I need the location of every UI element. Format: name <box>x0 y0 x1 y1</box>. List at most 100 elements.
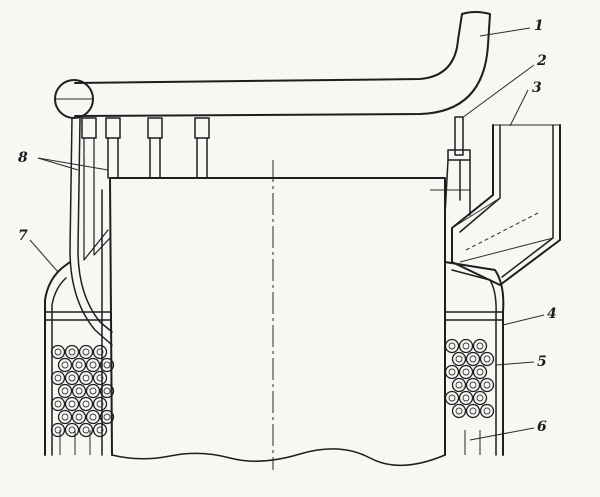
tube-bore <box>75 387 83 395</box>
tube-section <box>64 396 80 412</box>
tube-section <box>78 344 94 360</box>
tube-section <box>472 364 488 380</box>
tube-bore <box>476 394 484 402</box>
riser-tubes <box>69 117 210 346</box>
tube-bore <box>455 407 463 415</box>
tube-bore <box>89 413 97 421</box>
tube-section <box>92 344 108 360</box>
tube-bore <box>54 374 62 382</box>
tube-bore <box>54 426 62 434</box>
right-tube-bank <box>444 338 495 419</box>
tube-section <box>479 377 495 393</box>
tube-section <box>465 351 481 367</box>
tube-bore <box>462 368 470 376</box>
tube-section <box>57 409 73 425</box>
tube-bore <box>462 394 470 402</box>
tube-bore <box>455 381 463 389</box>
tube-bore <box>75 413 83 421</box>
tube-bore <box>483 381 491 389</box>
tube-bore <box>103 387 111 395</box>
tube-section <box>465 377 481 393</box>
tube-section <box>57 383 73 399</box>
tube-bore <box>61 413 69 421</box>
tube-section <box>78 396 94 412</box>
label-1: 1 <box>534 18 544 34</box>
tube-bore <box>82 374 90 382</box>
callout-labels: 1 2 3 4 5 6 7 8 <box>18 18 557 435</box>
leader-lines <box>29 27 545 441</box>
right-shell <box>444 261 505 456</box>
tube-bore <box>96 348 104 356</box>
tube-bore <box>476 342 484 350</box>
tube-bore <box>68 374 76 382</box>
tube-bore <box>89 387 97 395</box>
tube-bore <box>82 400 90 408</box>
tube-section <box>71 357 87 373</box>
tube-section <box>71 409 87 425</box>
tube-bore <box>89 361 97 369</box>
tube-bore <box>103 361 111 369</box>
tube-bore <box>483 407 491 415</box>
tube-bore <box>82 348 90 356</box>
tube-bore <box>54 348 62 356</box>
tube-bore <box>82 426 90 434</box>
tube-section <box>465 403 481 419</box>
tube-section <box>50 422 66 438</box>
tube-section <box>64 344 80 360</box>
burner-fitting <box>444 116 471 216</box>
tube-section <box>451 403 467 419</box>
tube-bore <box>462 342 470 350</box>
furnace-body <box>109 160 470 470</box>
tube-section <box>444 390 460 406</box>
tube-bore <box>61 387 69 395</box>
label-8: 8 <box>18 150 28 166</box>
tube-section <box>458 364 474 380</box>
tube-section <box>50 344 66 360</box>
tube-section <box>57 357 73 373</box>
tube-section <box>458 338 474 354</box>
tube-section <box>71 383 87 399</box>
tube-bore <box>448 368 456 376</box>
gas-outlet-duct <box>451 124 561 286</box>
tube-section <box>444 338 460 354</box>
tube-section <box>64 370 80 386</box>
tube-section <box>99 357 115 373</box>
tube-section <box>85 383 101 399</box>
tube-section <box>451 377 467 393</box>
tube-bore <box>75 361 83 369</box>
tube-section <box>85 409 101 425</box>
label-4: 4 <box>547 306 557 322</box>
tube-bore <box>448 394 456 402</box>
tube-bore <box>469 355 477 363</box>
steam-pipe <box>54 11 491 119</box>
label-5: 5 <box>537 354 547 370</box>
tube-bore <box>96 400 104 408</box>
tube-bore <box>68 400 76 408</box>
tube-section <box>92 396 108 412</box>
tube-section <box>479 403 495 419</box>
tube-section <box>50 396 66 412</box>
tube-section <box>444 364 460 380</box>
tube-section <box>92 422 108 438</box>
tube-bore <box>54 400 62 408</box>
tube-bore <box>96 374 104 382</box>
tube-section <box>472 390 488 406</box>
label-3: 3 <box>532 80 542 96</box>
tube-bore <box>68 426 76 434</box>
label-6: 6 <box>537 419 547 435</box>
tube-bore <box>96 426 104 434</box>
tube-section <box>85 357 101 373</box>
tube-section <box>99 383 115 399</box>
tube-section <box>50 370 66 386</box>
tube-bore <box>469 381 477 389</box>
left-tube-bank <box>50 344 115 438</box>
tube-bore <box>483 355 491 363</box>
tube-section <box>472 338 488 354</box>
tube-bore <box>469 407 477 415</box>
tube-bore <box>103 413 111 421</box>
tube-section <box>451 351 467 367</box>
tube-section <box>64 422 80 438</box>
tube-section <box>458 390 474 406</box>
